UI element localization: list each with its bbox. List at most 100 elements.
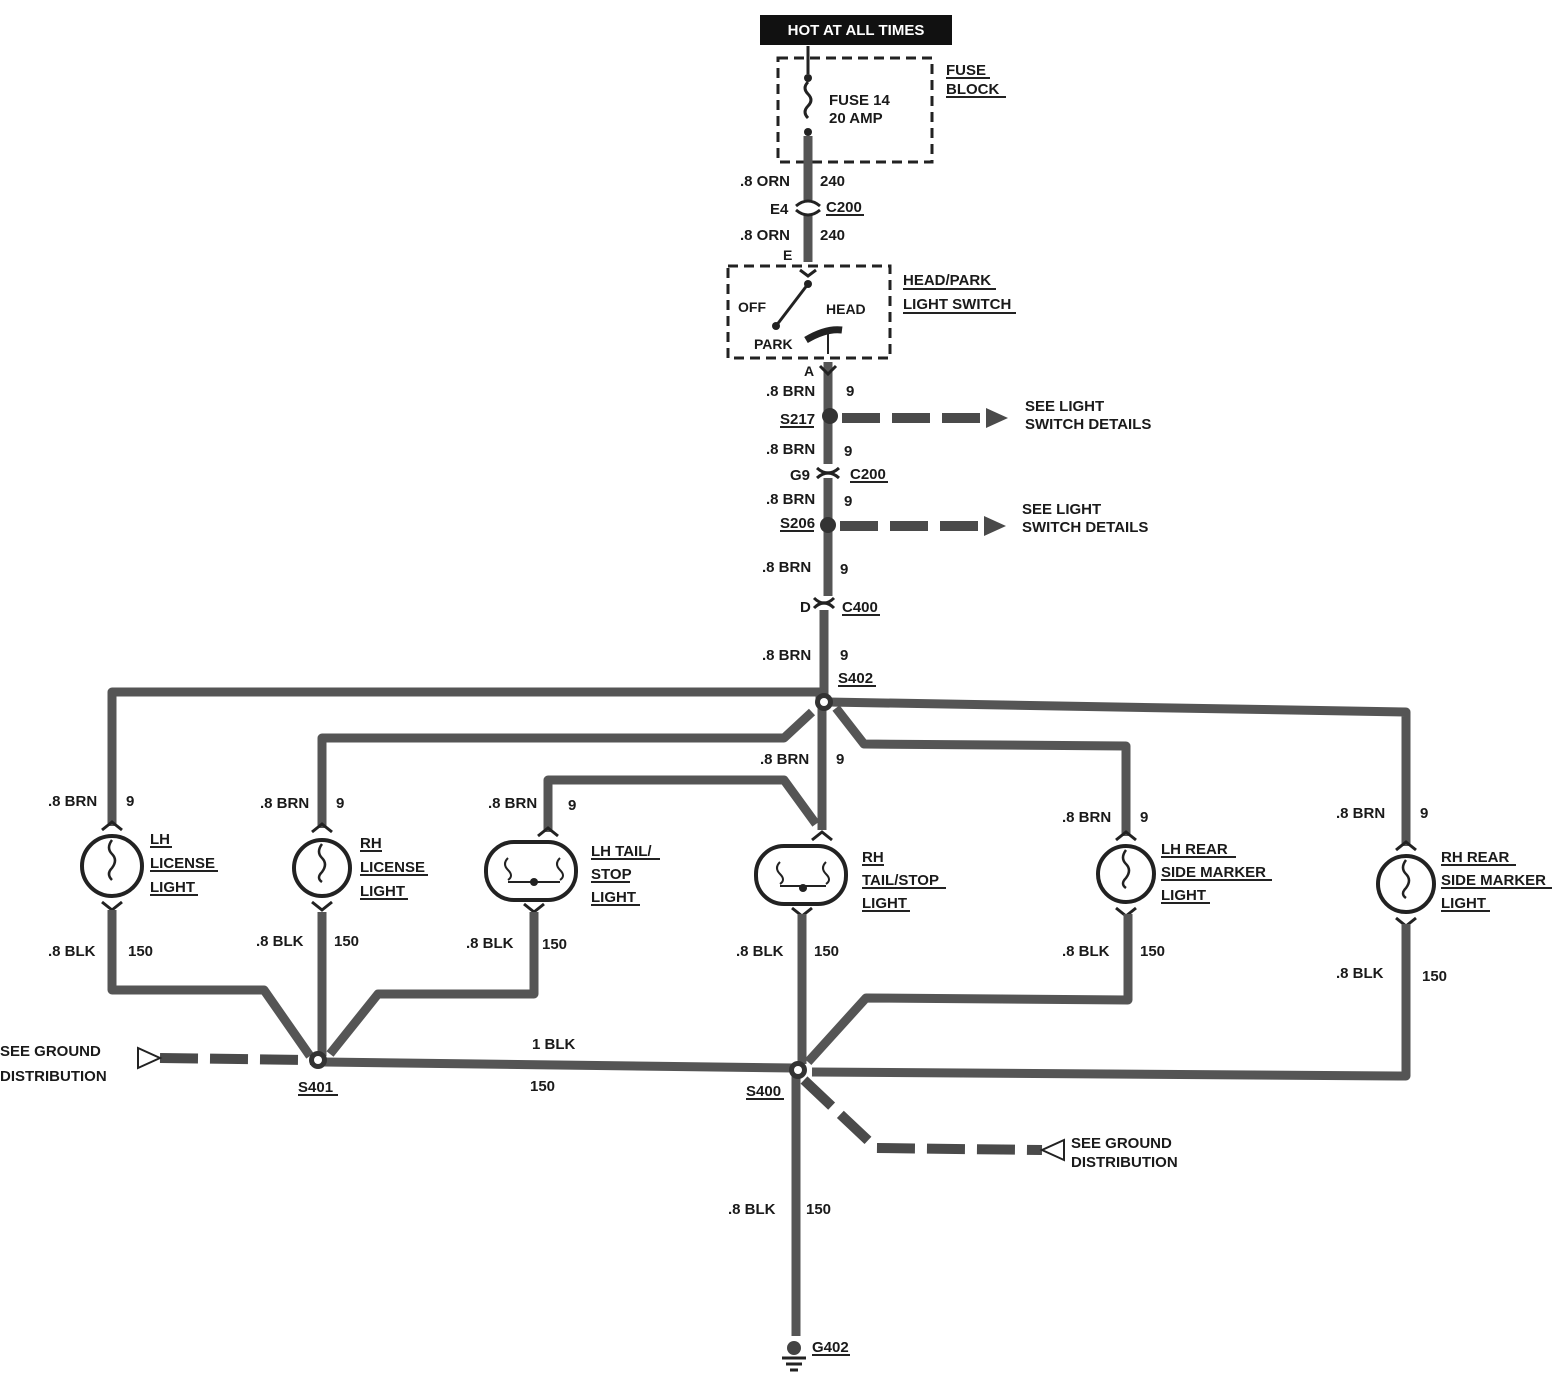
circuit-240-1: 240 [820,173,845,190]
wire-size-blk-rh-license: .8 BLK [256,933,304,950]
switch-park-label: PARK [754,336,793,352]
lh-side-name-1: LH REAR [1161,841,1228,858]
bulb-icon [317,843,327,884]
connector-c200-top: E4 C200 [770,199,864,218]
connector-c400: D C400 [800,596,880,616]
wire-lh-side-power [832,705,1131,836]
switch-off-label: OFF [738,299,766,315]
splice-s401: S401 SEE GROUND DISTRIBUTION [0,1043,338,1096]
switch-pin-a: A [804,363,814,379]
rh-side-name-1: RH REAR [1441,849,1510,866]
arrow-right-icon [984,516,1006,536]
dual-bulb-icon [504,857,564,881]
circuit-9-lh-license: 9 [126,793,134,810]
lh-tail-name-2: STOP [591,866,632,883]
wire-size-brn-rh-license: .8 BRN [260,795,309,812]
wire-size-brn-4: .8 BRN [762,559,811,576]
splice-s217: S217 SEE LIGHT SWITCH DETAILS [780,398,1151,433]
bulb-icon [1121,849,1131,890]
circuit-150-lh-tail: 150 [542,936,567,953]
wire-size-brn-3: .8 BRN [766,491,815,508]
s402-label: S402 [838,670,873,687]
wire-size-blk-rh-side: .8 BLK [1336,965,1384,982]
wire-size-brn-1: .8 BRN [766,383,815,400]
wire-size-brn-lh-tail: .8 BRN [488,795,537,812]
c200-label-top: C200 [826,199,862,216]
circuit-150-bus: 150 [530,1078,555,1095]
wire-lh-tail-ground [326,912,539,1057]
circuit-150-rh-license: 150 [334,933,359,950]
connector-c200-lower: G9 C200 [790,466,888,484]
circuit-150-g402: 150 [806,1201,831,1218]
wire-size-brn-rh-side: .8 BRN [1336,805,1385,822]
ground-wires [107,910,1411,1336]
circuit-9-lh-side: 9 [1140,809,1148,826]
wire-size-orn-2: .8 ORN [740,227,790,244]
circuit-9-3: 9 [844,493,852,510]
circuit-150-rh-tail: 150 [814,943,839,960]
wire-rh-side-power [827,697,1411,846]
wire-rh-license-power [317,708,816,828]
circuit-240-2: 240 [820,227,845,244]
wire-size-brn-6: .8 BRN [760,751,809,768]
wire-size-orn-1: .8 ORN [740,173,790,190]
fuse-block-name-2: BLOCK [946,81,999,98]
s401-ground-reference-line [159,1053,313,1065]
bulb-icon [107,839,117,881]
s400-label: S400 [746,1083,781,1100]
switch-lever [774,283,810,327]
c200-pin-e4: E4 [770,201,789,218]
hot-at-all-times-banner: HOT AT ALL TIMES [760,15,952,45]
circuit-9-4: 9 [840,561,848,578]
c200-pin-g9: G9 [790,467,810,484]
ground-g402: G402 [782,1339,850,1372]
wire-size-1blk: 1 BLK [532,1036,576,1053]
fuse-block-outline [776,56,934,164]
s400-ground-reference-line [800,1076,1043,1155]
rh-license-name-2: LICENSE [360,859,425,876]
wire-size-blk-lh-side: .8 BLK [1062,943,1110,960]
wire-size-blk-lh-tail: .8 BLK [466,935,514,952]
lh-license-name-3: LIGHT [150,879,195,896]
rh-tail-name-1: RH [862,849,884,866]
circuit-150-rh-side: 150 [1422,968,1447,985]
s206-label: S206 [780,515,815,532]
fuse-icon [803,80,813,120]
wire-size-brn-2: .8 BRN [766,441,815,458]
fuse-rating: 20 AMP [829,110,883,127]
splice-s206: S206 SEE LIGHT SWITCH DETAILS [780,501,1148,536]
circuit-150-lh-license: 150 [128,943,153,960]
circuit-9-lh-tail: 9 [568,797,576,814]
power-branch-wires [107,687,1411,846]
c400-pin-d: D [800,599,811,616]
lh-tail-name-1: LH TAIL/ [591,843,652,860]
dual-bulb-icon [776,861,830,885]
c400-label: C400 [842,599,878,616]
circuit-150-lh-side: 150 [1140,943,1165,960]
fuse-number: FUSE 14 [829,92,891,109]
switch-head-label: HEAD [826,301,866,317]
switch-name-1: HEAD/PARK [903,272,991,289]
s217-ref-2: SWITCH DETAILS [1025,416,1151,433]
circuit-9-2: 9 [844,443,852,460]
rh-license-name-3: LIGHT [360,883,405,900]
wire-lh-license-power [107,687,825,826]
rh-side-name-2: SIDE MARKER [1441,872,1546,889]
switch-pin-e: E [783,247,792,263]
s206-ref-2: SWITCH DETAILS [1022,519,1148,536]
wire-size-brn-lh-side: .8 BRN [1062,809,1111,826]
s401-label: S401 [298,1079,333,1096]
lamp-rh-rear-side-marker: RH REAR SIDE MARKER LIGHT [1376,840,1552,928]
wire-size-blk-g402: .8 BLK [728,1201,776,1218]
wire-rh-side-ground [811,924,1411,1081]
rh-tail-name-3: LIGHT [862,895,907,912]
s401-ground-ref-1: SEE GROUND [0,1043,101,1060]
head-park-light-switch: E OFF HEAD PARK A HEAD/PARK LIGHT SWITCH [726,247,1016,379]
s217-ref-1: SEE LIGHT [1025,398,1104,415]
arrow-right-icon [137,1046,163,1070]
wire-size-blk-rh-tail: .8 BLK [736,943,784,960]
lh-side-name-2: SIDE MARKER [1161,864,1266,881]
bulb-icon [1401,859,1411,900]
feed-wires [803,136,833,700]
fuse-block: FUSE 14 20 AMP FUSE BLOCK [776,46,1006,164]
